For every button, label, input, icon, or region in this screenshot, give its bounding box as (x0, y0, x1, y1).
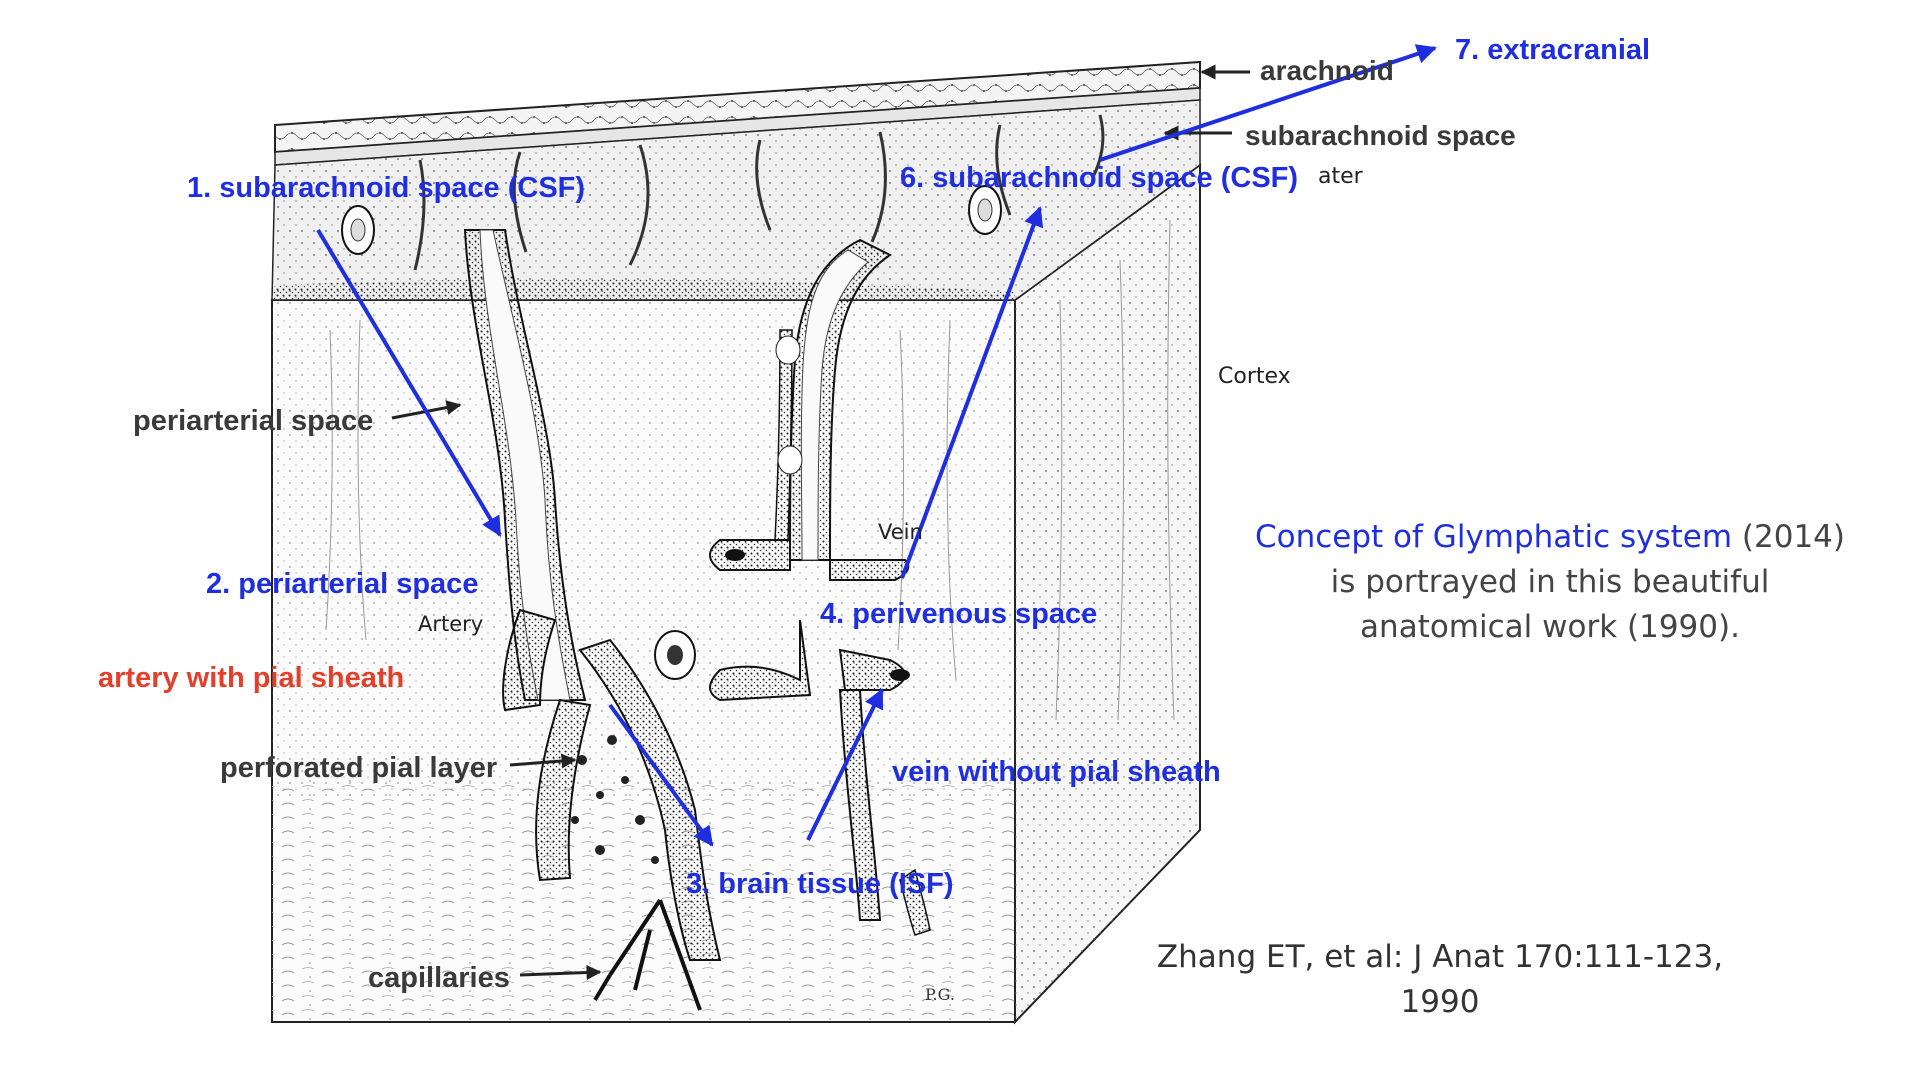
label-step7-extracranial: 7. extracranial (1455, 34, 1651, 66)
label-step6-subarachnoid: 6. subarachnoid space (CSF) (900, 162, 1299, 194)
citation-line2: 1990 (1400, 984, 1480, 1020)
label-artery: Artery (418, 612, 484, 636)
arrow-step6-to-step7 (1099, 44, 1437, 162)
label-step4-perivenous: 4. perivenous space (820, 598, 1098, 630)
caption-line1: Concept of Glymphatic system (2014) (1210, 515, 1890, 560)
arrow-step4-to-step6 (900, 206, 1044, 579)
caption-highlight: Concept of Glymphatic system (1255, 519, 1733, 555)
label-step1-subarachnoid: 1. subarachnoid space (CSF) (187, 172, 586, 204)
citation: Zhang ET, et al: J Anat 170:111-123, 199… (1130, 935, 1750, 1025)
arrow-step3-to-vein (806, 688, 884, 841)
arrow-step2-to-step3 (608, 703, 714, 847)
label-vein-without-pial-sheath: vein without pial sheath (892, 756, 1221, 788)
glymphatic-flow-arrows (316, 44, 1437, 847)
caption-line3: anatomical work (1990). (1360, 609, 1740, 645)
caption-line2: is portrayed in this beautiful (1330, 564, 1770, 600)
label-step2-periarterial: 2. periarterial space (206, 568, 479, 600)
label-capillaries: capillaries (368, 962, 510, 994)
label-vein: Vein (878, 520, 923, 544)
caption-year: (2014) (1732, 519, 1845, 555)
label-cortex: Cortex (1218, 364, 1291, 389)
label-artery-with-pial-sheath: artery with pial sheath (98, 662, 405, 694)
label-step3-brain-tissue: 3. brain tissue (ISF) (686, 868, 954, 900)
label-periarterial-space: periarterial space (133, 405, 374, 437)
label-arachnoid: arachnoid (1260, 55, 1394, 86)
caption: Concept of Glymphatic system (2014) is p… (1210, 515, 1890, 650)
arrow-step1-to-step2 (316, 228, 502, 537)
artery (341, 205, 722, 1011)
artist-signature: P.G. (925, 985, 955, 1004)
citation-line1: Zhang ET, et al: J Anat 170:111-123, (1156, 939, 1724, 975)
label-subarachnoid-space: subarachnoid space (1245, 120, 1516, 151)
label-perforated-pial-layer: perforated pial layer (220, 752, 498, 784)
vein (709, 185, 1002, 936)
label-pia-mater-fragment: ater (1318, 164, 1363, 189)
